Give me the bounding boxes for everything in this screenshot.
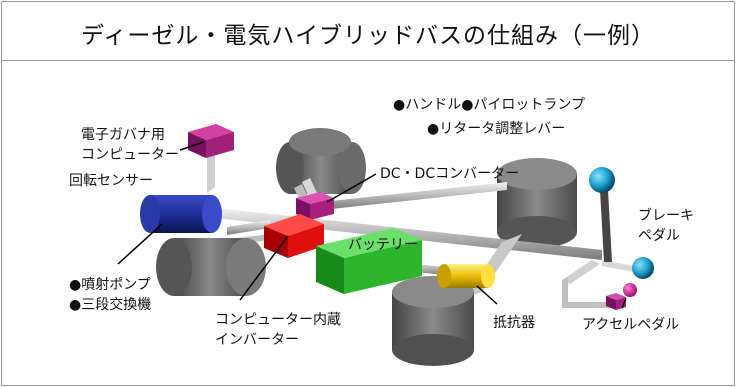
wheel-front-left xyxy=(156,238,266,296)
resistor xyxy=(437,264,495,288)
leader-lines xyxy=(117,141,627,309)
inverter-computer xyxy=(264,214,324,258)
label-three-stage: ●三段交換機 xyxy=(69,296,151,313)
governor-computer xyxy=(188,124,234,158)
label-inverter-line1: コンピューター内蔵 xyxy=(215,312,341,328)
label-rotation-sensor: 回転センサー xyxy=(69,173,153,189)
pedal-joint xyxy=(623,283,637,297)
wheel-rear-right xyxy=(497,158,577,248)
brake-pedal xyxy=(632,257,654,279)
page-title: ディーゼル・電気ハイブリッドバスの仕組み（一例） xyxy=(81,23,655,49)
label-brake-line1: ブレーキ xyxy=(638,207,694,224)
brake-lever xyxy=(589,167,615,193)
label-governor-line1: 電子ガバナ用 xyxy=(81,127,165,143)
title-bar: ディーゼル・電気ハイブリッドバスの仕組み（一例） xyxy=(2,2,734,61)
label-inverter-line2: インバーター xyxy=(215,332,299,348)
label-battery: バッテリー xyxy=(348,237,418,253)
label-handle: ●ハンドル●パイロットランプ xyxy=(393,97,585,113)
label-dcdc: DC・DCコンバーター xyxy=(380,166,519,182)
label-injection-pump: ●噴射ポンプ xyxy=(69,277,151,293)
label-retarder: ●リタータ調整レバー xyxy=(427,121,565,137)
battery xyxy=(316,228,422,294)
wheel-front-right xyxy=(392,276,474,366)
label-accelerator: アクセルペダル xyxy=(582,317,679,333)
rotation-sensor-motor xyxy=(140,195,222,233)
label-brake-line2: ペダル xyxy=(638,228,680,244)
accelerator-pedal xyxy=(606,293,626,310)
label-governor-line2: コンピューター xyxy=(81,147,179,163)
label-resistor: 抵抗器 xyxy=(493,315,535,331)
wheel-rear-left xyxy=(276,128,366,194)
